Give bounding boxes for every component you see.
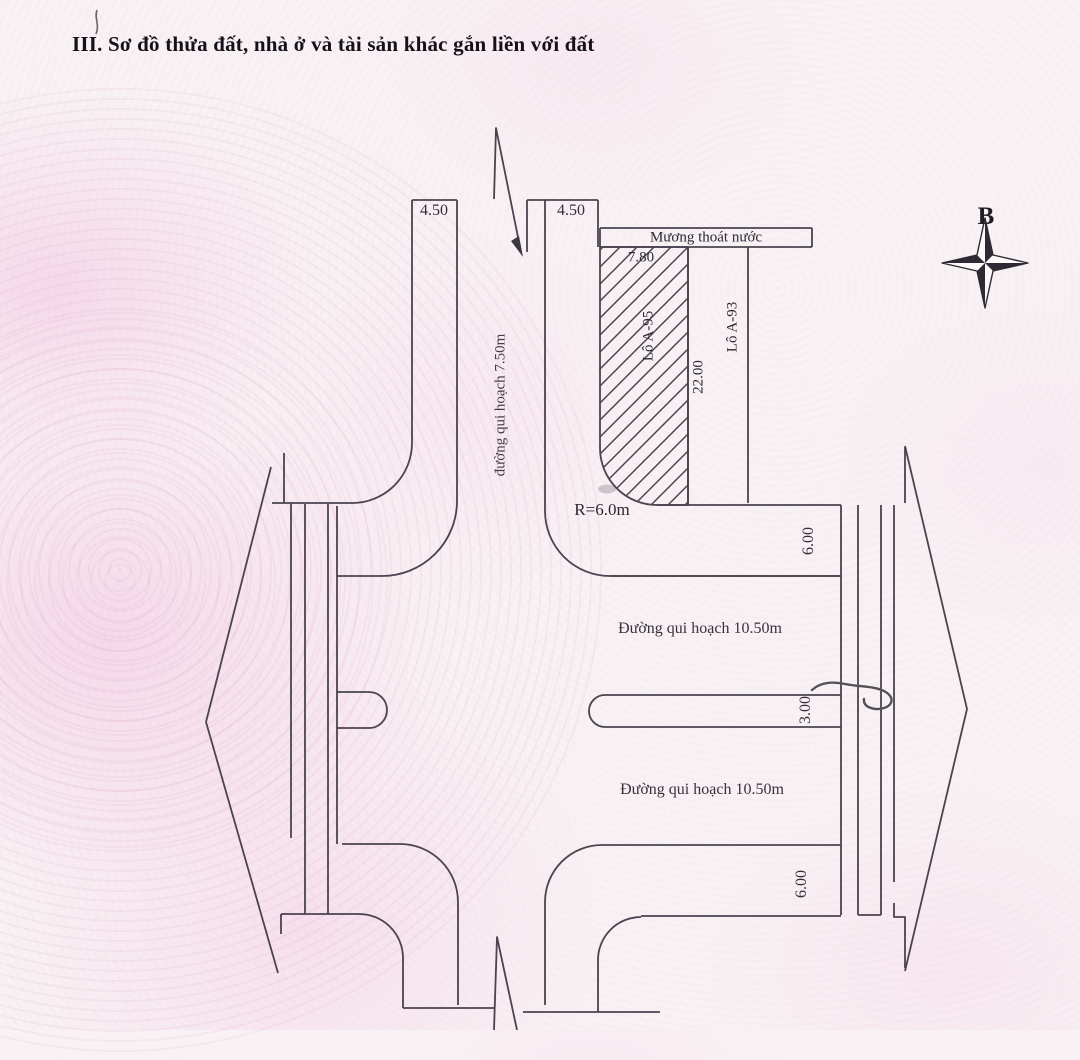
- median-strip: [588, 694, 841, 728]
- label-road-lower: Đường qui hoạch 10.50m: [620, 781, 784, 798]
- right-road-arrow: [904, 445, 968, 972]
- dim-strip-lower-right: 6.00: [793, 870, 810, 898]
- dim-lane-left: 4.50: [420, 202, 448, 219]
- top-arrow-head: [511, 236, 523, 257]
- right-sidewalk-bands: [857, 447, 906, 968]
- bottom-left-corner: [305, 843, 495, 1009]
- label-road-upper: Đường qui hoạch 10.50m: [618, 620, 782, 637]
- staple-mark: [95, 9, 99, 35]
- label-drainage-channel: Mương thoát nước: [649, 229, 763, 246]
- label-plot-a93: Lô A-93: [724, 301, 741, 353]
- top-road-arrow: [493, 127, 522, 253]
- dim-strip-upper-right: 6.00: [800, 527, 817, 555]
- page-title: III. Sơ đồ thửa đất, nhà ở và tài sản kh…: [72, 32, 595, 56]
- bottom-road-arrow: [493, 936, 518, 1030]
- compass-north-label: B: [977, 203, 995, 230]
- top-road-right-edge: [526, 199, 841, 577]
- label-plot-a95: Lô A-95: [640, 310, 657, 362]
- dim-lane-right: 4.50: [557, 202, 585, 219]
- pen-squiggle: [810, 681, 893, 711]
- bottom-right-corner: [523, 844, 660, 1013]
- top-road-left-edge: [272, 199, 458, 577]
- plot-a95-shape: [599, 246, 689, 506]
- left-sidewalk-bands: [283, 453, 338, 914]
- plot-a93-boundaries: [657, 247, 842, 915]
- plot-diagram-svg: [95, 9, 1029, 1030]
- label-corner-radius: R=6.0m: [574, 500, 630, 519]
- dim-plot-frontage: 7.80: [627, 249, 655, 266]
- left-bottom-steps: [280, 913, 305, 934]
- ink-smudge: [598, 484, 616, 494]
- left-median-stub: [337, 691, 388, 729]
- compass-rose: [941, 217, 1029, 309]
- drainage-channel-outline: [599, 227, 813, 248]
- dim-plot-depth: 22.00: [690, 360, 707, 394]
- left-road-arrow: [205, 466, 279, 974]
- road-lower-edge: [602, 844, 841, 917]
- label-road-vertical: đường qui hoạch 7.50m: [492, 333, 509, 477]
- dim-median-width: 3.00: [797, 696, 814, 724]
